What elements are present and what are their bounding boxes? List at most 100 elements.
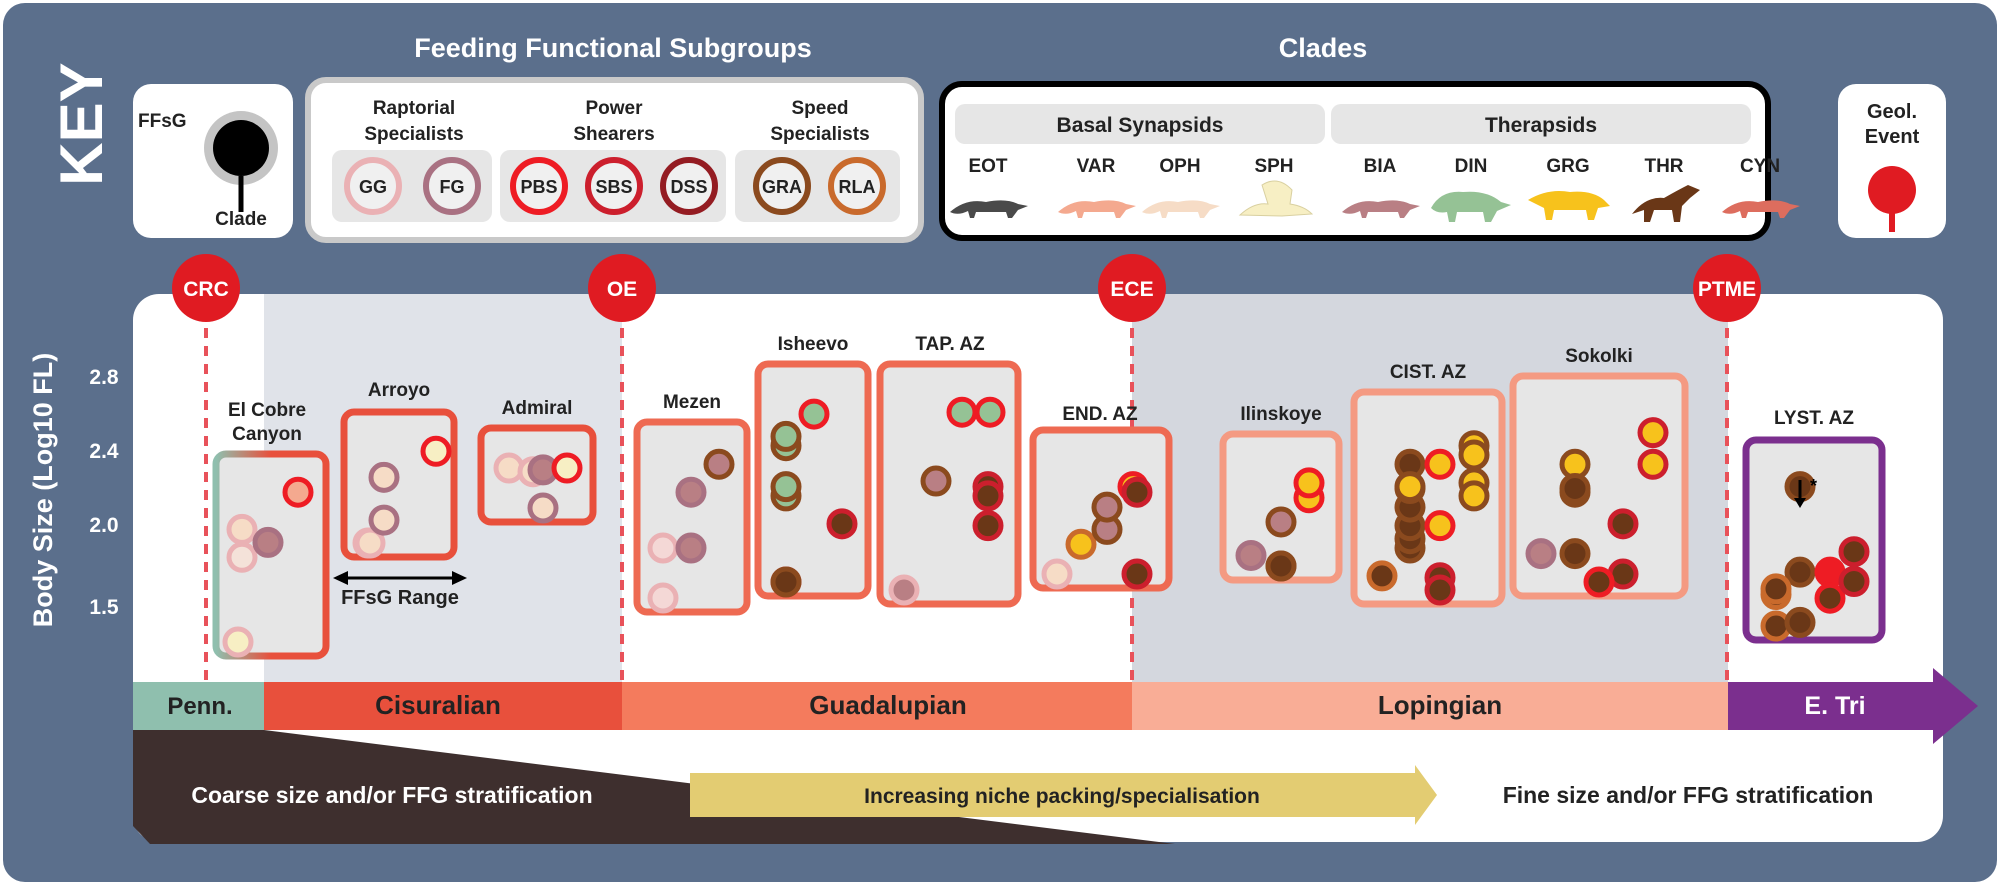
footer-right-text: Fine size and/or FFG stratification — [1503, 782, 1874, 808]
assemblage-lyst-az: LYST. AZ — [1742, 408, 1886, 644]
assemblage-box — [633, 418, 751, 616]
ffs-group-2-line2: Shearers — [573, 124, 654, 145]
period-bar: Penn. Cisuralian Guadalupian Lopingian E… — [133, 668, 1978, 744]
period-label-etri: E. Tri — [1804, 692, 1865, 720]
taxon-point — [1424, 448, 1456, 480]
ffs-ring-sbs — [585, 157, 643, 215]
taxon-point — [1607, 508, 1639, 540]
y-axis-label: Body Size (Log10 FL) — [28, 353, 58, 628]
taxon-point — [1838, 565, 1870, 597]
taxon-point — [1814, 582, 1846, 614]
event-label-ece: ECE — [1110, 278, 1153, 301]
ffs-ring-dss — [660, 157, 718, 215]
ffs-ring-label-rla: RLA — [839, 177, 876, 197]
taxon-point — [972, 510, 1004, 542]
y-tick-2-0: 2.0 — [89, 514, 118, 537]
taxon-point — [551, 452, 583, 484]
clade-key-label: Clade — [215, 209, 267, 230]
period-penn — [133, 682, 264, 730]
clade-silhouette-sph-icon — [1238, 180, 1314, 217]
taxon-point — [647, 532, 679, 564]
ffs-ring-label-gra: GRA — [762, 177, 802, 197]
taxon-point — [1424, 510, 1456, 542]
clade-group-therapsids: Therapsids — [1485, 114, 1597, 137]
event-marker-ptme-icon — [1693, 254, 1761, 322]
y-tick-1-5: 1.5 — [89, 596, 119, 619]
taxon-point — [354, 527, 386, 559]
period-label-cisuralian: Cisuralian — [375, 690, 501, 720]
assemblage-arroyo: Arroyo — [340, 380, 458, 561]
assemblage-name: Ilinskoye — [1240, 404, 1321, 425]
footer-middle-text: Increasing niche packing/specialisation — [864, 785, 1260, 808]
ffsg-key-label: FFsG — [138, 111, 187, 132]
taxon-point — [252, 526, 284, 558]
assemblage-name: Sokolki — [1565, 346, 1633, 367]
ffsg-range-arrow — [333, 571, 467, 585]
clades-header: Clades — [1279, 33, 1368, 63]
y-tick-2-8: 2.8 — [89, 366, 119, 389]
taxon-point — [826, 508, 858, 540]
ffs-ring-gra — [753, 157, 811, 215]
taxon-point — [1265, 550, 1297, 582]
lyst-annotation-star: * — [1810, 476, 1817, 496]
taxon-point — [226, 513, 258, 545]
assemblage-name-line2: Canyon — [232, 424, 302, 445]
taxon-point — [222, 626, 254, 658]
clade-silhouette-oph-icon — [1142, 200, 1220, 218]
assemblage-name: TAP. AZ — [915, 334, 985, 355]
ffs-header: Feeding Functional Subgroups — [414, 33, 812, 63]
assemblage-isheevo: Isheevo — [754, 334, 872, 600]
key-ffsg-box: FFsG Clade — [133, 84, 293, 238]
period-label-lopingian: Lopingian — [1378, 690, 1502, 720]
event-label-ptme: PTME — [1698, 278, 1756, 301]
event-label-oe: OE — [607, 278, 637, 301]
taxon-point — [770, 420, 802, 452]
clade-silhouette-eot-icon — [950, 200, 1028, 218]
taxon-point — [1121, 476, 1153, 508]
taxon-point — [1424, 574, 1456, 606]
niche-packing-arrow — [690, 765, 1437, 825]
assemblage-tap-az: TAP. AZ — [876, 334, 1022, 608]
ffs-ring-label-pbs: PBS — [520, 177, 557, 197]
taxon-point — [770, 566, 802, 598]
taxon-point — [1583, 566, 1615, 598]
assemblage-mezen: Mezen — [633, 392, 751, 616]
assemblage-ilinskoye: Ilinskoye — [1219, 404, 1343, 584]
assemblage-name: Mezen — [663, 392, 721, 413]
ffs-ring-rla — [828, 157, 886, 215]
taxon-point — [1458, 480, 1490, 512]
geol-event-key-box: Geol. Event — [1838, 84, 1946, 238]
clade-silhouette-bia-icon — [1342, 200, 1420, 218]
clade-label-din: DIN — [1455, 156, 1488, 177]
assemblage-name: Isheevo — [778, 334, 849, 355]
taxon-point — [368, 504, 400, 536]
geol-key-label-1: Geol. — [1867, 101, 1917, 123]
clade-label-bia: BIA — [1364, 156, 1397, 177]
taxon-point — [946, 396, 978, 428]
assemblage-name: Admiral — [502, 398, 573, 419]
taxon-point — [1293, 467, 1325, 499]
assemblage-name: LYST. AZ — [1774, 408, 1854, 429]
taxon-point — [226, 541, 258, 573]
period-guadalupian — [622, 682, 1132, 730]
ffs-ring-fg — [423, 157, 481, 215]
taxon-point — [420, 435, 452, 467]
ffs-ring-pbs — [510, 157, 568, 215]
period-lopingian — [1132, 682, 1728, 730]
ffs-ring-label-gg: GG — [359, 177, 387, 197]
taxon-point — [770, 471, 802, 503]
ffs-group-3-line1: Speed — [791, 98, 848, 119]
taxon-point — [1265, 506, 1297, 538]
taxon-point — [920, 465, 952, 497]
taxon-point — [368, 461, 400, 493]
taxon-point — [798, 398, 830, 430]
taxon-point — [1637, 417, 1669, 449]
assemblage-name: El Cobre — [228, 400, 306, 421]
clade-fill-icon — [213, 120, 269, 176]
ffs-group-1-line1: Raptorial — [373, 98, 455, 119]
taxon-point — [1784, 556, 1816, 588]
